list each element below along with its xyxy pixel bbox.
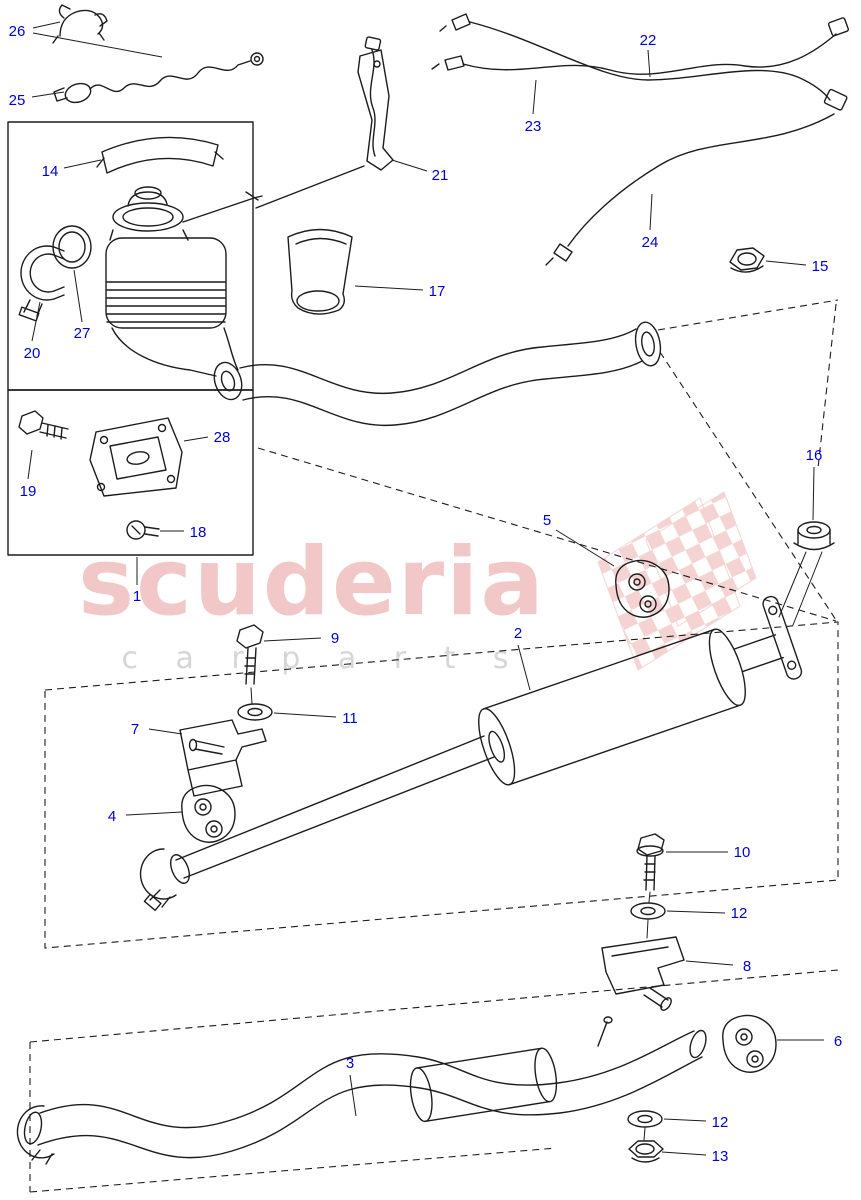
hanger-bolt-9 — [236, 624, 264, 705]
rubber-mount-4 — [181, 784, 236, 843]
callout-25: 25 — [9, 92, 26, 109]
heat-shield-strap — [96, 136, 224, 174]
mounting-bolt-19 — [18, 410, 69, 440]
callout-layer: 2625222321142415172720281916185129117410… — [9, 21, 842, 1165]
washer-11 — [237, 703, 273, 721]
leader-line-24 — [649, 193, 653, 231]
leader-line-2 — [517, 644, 531, 691]
leader-line-19 — [27, 449, 33, 480]
sensor-harness-lower — [545, 113, 835, 266]
spring-clamp — [52, 4, 108, 44]
callout-11: 11 — [342, 710, 358, 727]
callout-16: 16 — [806, 447, 823, 464]
watermark-brand: scuderia — [78, 528, 546, 637]
callout-7: 7 — [131, 721, 139, 738]
callout-8: 8 — [743, 958, 751, 975]
sensor-harness-upper — [439, 13, 848, 111]
leader-line-12 — [666, 910, 726, 914]
callout-2: 2 — [514, 625, 522, 642]
leader-line-3 — [349, 1074, 357, 1117]
leader-line-27 — [73, 269, 83, 323]
leader-line-15 — [765, 260, 807, 266]
callout-26: 26 — [9, 23, 26, 40]
screw-18 — [126, 520, 160, 540]
callout-21: 21 — [432, 167, 449, 184]
leader-line-26 — [32, 32, 163, 58]
leader-line-23 — [532, 79, 537, 115]
washer-12-lower — [627, 1110, 663, 1141]
callout-12: 12 — [731, 905, 748, 922]
assembly-box — [7, 121, 254, 556]
leader-line-16 — [812, 466, 815, 521]
callout-24: 24 — [642, 234, 659, 251]
exhaust-clamp — [18, 245, 65, 322]
callout-22: 22 — [640, 32, 657, 49]
leader-line-8 — [685, 960, 734, 966]
checkered-flag-icon — [645, 491, 757, 627]
hanger-bracket-8 — [601, 936, 685, 1011]
centre-muffler — [478, 595, 803, 786]
callout-9: 9 — [331, 630, 339, 647]
callout-28: 28 — [214, 429, 231, 446]
tailpipe-resonator — [409, 1047, 558, 1123]
leader-line-11 — [273, 712, 337, 718]
leader-line-17 — [354, 285, 424, 291]
heat-shield-cone — [287, 228, 353, 315]
leader-line-5 — [555, 529, 615, 567]
leader-line-28 — [183, 436, 209, 442]
callout-19: 19 — [20, 483, 37, 500]
gasket-ring — [52, 225, 92, 269]
oxygen-sensor — [53, 52, 264, 104]
callout-27: 27 — [74, 325, 91, 342]
callout-14: 14 — [42, 163, 59, 180]
leader-line-26 — [32, 21, 61, 29]
leader-line-25 — [31, 91, 65, 98]
leader-line-14 — [63, 159, 102, 169]
sensor-bracket — [255, 36, 394, 209]
callout-4: 4 — [108, 808, 116, 825]
callout-15: 15 — [812, 258, 829, 275]
leader-line-12 — [663, 1118, 707, 1122]
leader-line-21 — [391, 159, 428, 172]
leader-line-4 — [125, 811, 183, 816]
rubber-mount-6 — [722, 1014, 777, 1073]
callout-13: 13 — [712, 1148, 729, 1165]
callout-5: 5 — [543, 512, 551, 529]
watermark: scuderia c a r p a r t s — [78, 491, 757, 676]
hanger-bolt-10 — [636, 833, 665, 903]
callout-3: 3 — [346, 1055, 354, 1072]
flanged-nut-16 — [778, 521, 835, 626]
washer-12-upper — [630, 902, 666, 939]
callout-6: 6 — [834, 1033, 842, 1050]
leader-line-7 — [148, 728, 183, 735]
leader-line-22 — [647, 49, 651, 78]
catalytic-converter — [105, 186, 263, 401]
leader-line-9 — [263, 637, 322, 642]
nut-13 — [628, 1140, 664, 1163]
flange-nut-15 — [729, 247, 765, 273]
construction-lines — [29, 299, 839, 1193]
callout-10: 10 — [734, 844, 751, 861]
watermark-tagline: c a r p a r t s — [121, 641, 522, 676]
leader-line-13 — [661, 1151, 707, 1156]
callout-18: 18 — [190, 524, 207, 541]
callout-23: 23 — [525, 118, 542, 135]
callout-20: 20 — [24, 345, 41, 362]
callout-17: 17 — [429, 283, 446, 300]
mounting-plate-28 — [89, 417, 183, 497]
front-pipe — [239, 321, 662, 427]
muffler-inlet-pipe — [169, 735, 495, 884]
inlet-pipe-clamp — [139, 848, 177, 912]
hanger-bracket-7 — [179, 719, 267, 797]
rubber-mount-5 — [615, 559, 670, 618]
tailpipe — [16, 1016, 707, 1165]
callout-1: 1 — [133, 588, 141, 605]
callout-12: 12 — [712, 1114, 729, 1131]
leader-line-20 — [31, 301, 41, 342]
sensor-harness-middle — [431, 17, 849, 75]
